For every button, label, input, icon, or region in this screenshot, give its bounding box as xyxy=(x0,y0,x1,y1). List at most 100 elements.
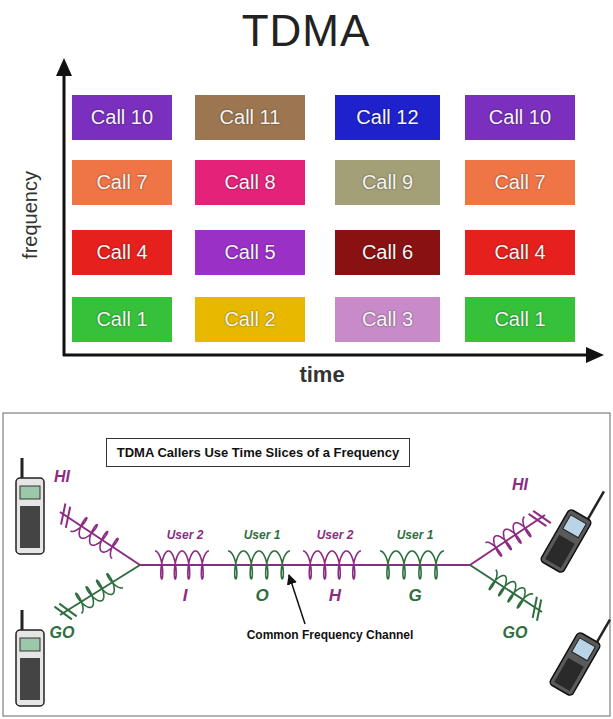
signal-coil xyxy=(303,551,361,579)
axis-arrowhead xyxy=(56,58,72,76)
phone-keypad xyxy=(545,535,575,568)
diagram-label: H xyxy=(329,586,341,606)
signal-coil xyxy=(155,551,209,579)
node-text: Call 10 xyxy=(91,106,153,129)
signal-coil xyxy=(228,551,290,579)
diagram-label: User 2 xyxy=(167,528,204,542)
node-text: Call 9 xyxy=(362,171,413,194)
node-text: Call 12 xyxy=(356,106,418,129)
diagram-title: TDMA xyxy=(242,6,371,56)
phone-screen xyxy=(20,638,40,651)
phone-body xyxy=(540,509,593,574)
y-axis xyxy=(63,72,66,356)
user-link xyxy=(60,512,140,565)
coil-path xyxy=(485,517,535,560)
leader-arrow xyxy=(289,575,305,624)
signal-coil xyxy=(55,571,123,624)
time-slot-box: Call 4 xyxy=(72,230,172,275)
coil-path xyxy=(485,570,533,611)
chart-axes xyxy=(56,58,604,363)
antenna-tick xyxy=(55,602,72,623)
user-link xyxy=(60,565,140,615)
phone-screen xyxy=(20,486,40,499)
diagram-label: GO xyxy=(50,624,75,642)
phone-keypad xyxy=(20,658,40,700)
node-text: Call 4 xyxy=(96,241,147,264)
phone-icon xyxy=(16,610,44,706)
time-slot-box: Call 6 xyxy=(335,230,440,275)
node-text: Call 1 xyxy=(96,308,147,331)
user-link xyxy=(470,565,542,612)
channel-lines xyxy=(60,512,545,615)
user-link xyxy=(470,515,545,565)
node-text: Call 11 xyxy=(220,106,281,129)
time-slot-box: Call 10 xyxy=(72,95,172,140)
node-text: Call 2 xyxy=(224,308,275,331)
time-slot-box: Call 9 xyxy=(335,160,440,205)
diagram-label: O xyxy=(255,586,268,606)
signal-coil xyxy=(54,504,123,559)
antenna-tick xyxy=(533,506,551,527)
antenna-tick xyxy=(530,600,548,621)
phone-antenna xyxy=(597,620,610,643)
time-slot-box: Call 12 xyxy=(335,95,440,140)
panel-border xyxy=(3,413,610,716)
phone-body xyxy=(16,478,44,554)
phone-antenna xyxy=(21,610,24,630)
node-text: Call 10 xyxy=(489,106,551,129)
time-slot-box: Call 8 xyxy=(195,160,305,205)
x-axis xyxy=(63,354,588,357)
caption-box: TDMA Callers Use Time Slices of a Freque… xyxy=(106,438,411,467)
phone-screen xyxy=(563,515,587,538)
antenna-tick xyxy=(529,509,547,530)
diagram-label: Common Frequency Channel xyxy=(247,628,414,642)
phone-body xyxy=(16,630,44,706)
diagram-label: GO xyxy=(503,624,528,642)
time-slot-box: Call 7 xyxy=(72,160,172,205)
time-slot-box: Call 1 xyxy=(72,297,172,342)
time-slot-box: Call 10 xyxy=(465,95,575,140)
time-slot-box: Call 11 xyxy=(195,95,305,140)
phone-keypad xyxy=(20,506,40,548)
diagram-label: User 1 xyxy=(397,528,434,542)
phone-icon xyxy=(540,481,609,574)
coil-path xyxy=(71,571,123,614)
phone-icon xyxy=(549,609,613,696)
signal-coil xyxy=(485,570,548,621)
diagram-label: HI xyxy=(512,476,528,494)
axis-label: time xyxy=(299,362,344,388)
diagram-label: User 1 xyxy=(244,528,281,542)
phone-antenna xyxy=(21,458,24,478)
phone-icon xyxy=(16,458,44,554)
time-slot-box: Call 5 xyxy=(195,230,305,275)
signal-coil xyxy=(380,551,444,579)
time-slot-box: Call 7 xyxy=(465,160,575,205)
time-slot-box: Call 1 xyxy=(465,297,575,342)
phone-body xyxy=(549,632,602,697)
antenna-tick xyxy=(54,504,72,525)
time-slot-box: Call 3 xyxy=(335,297,440,342)
node-text: Call 8 xyxy=(224,171,275,194)
diagram-label: G xyxy=(408,586,421,606)
phone-keypad xyxy=(554,658,584,691)
node-text: Call 4 xyxy=(494,241,545,264)
node-text: Call 7 xyxy=(494,171,545,194)
diagram-label: User 2 xyxy=(317,528,354,542)
time-slot-box: Call 2 xyxy=(195,297,305,342)
node-text: Call 6 xyxy=(362,241,413,264)
time-slot-box: Call 4 xyxy=(465,230,575,275)
phone-screen xyxy=(572,638,596,661)
node-text: Call 1 xyxy=(494,308,545,331)
node-text: Call 3 xyxy=(362,308,413,331)
phone-antenna xyxy=(588,491,604,519)
signal-coil xyxy=(485,506,550,559)
node-text: Call 7 xyxy=(96,171,147,194)
diagram-label: I xyxy=(183,586,188,606)
coil-path xyxy=(70,514,123,558)
axis-arrowhead xyxy=(586,347,604,363)
diagram-label: HI xyxy=(54,468,70,486)
node-text: TDMA Callers Use Time Slices of a Freque… xyxy=(117,445,400,460)
axis-label: frequency xyxy=(19,171,42,259)
signal-coils xyxy=(54,504,551,624)
